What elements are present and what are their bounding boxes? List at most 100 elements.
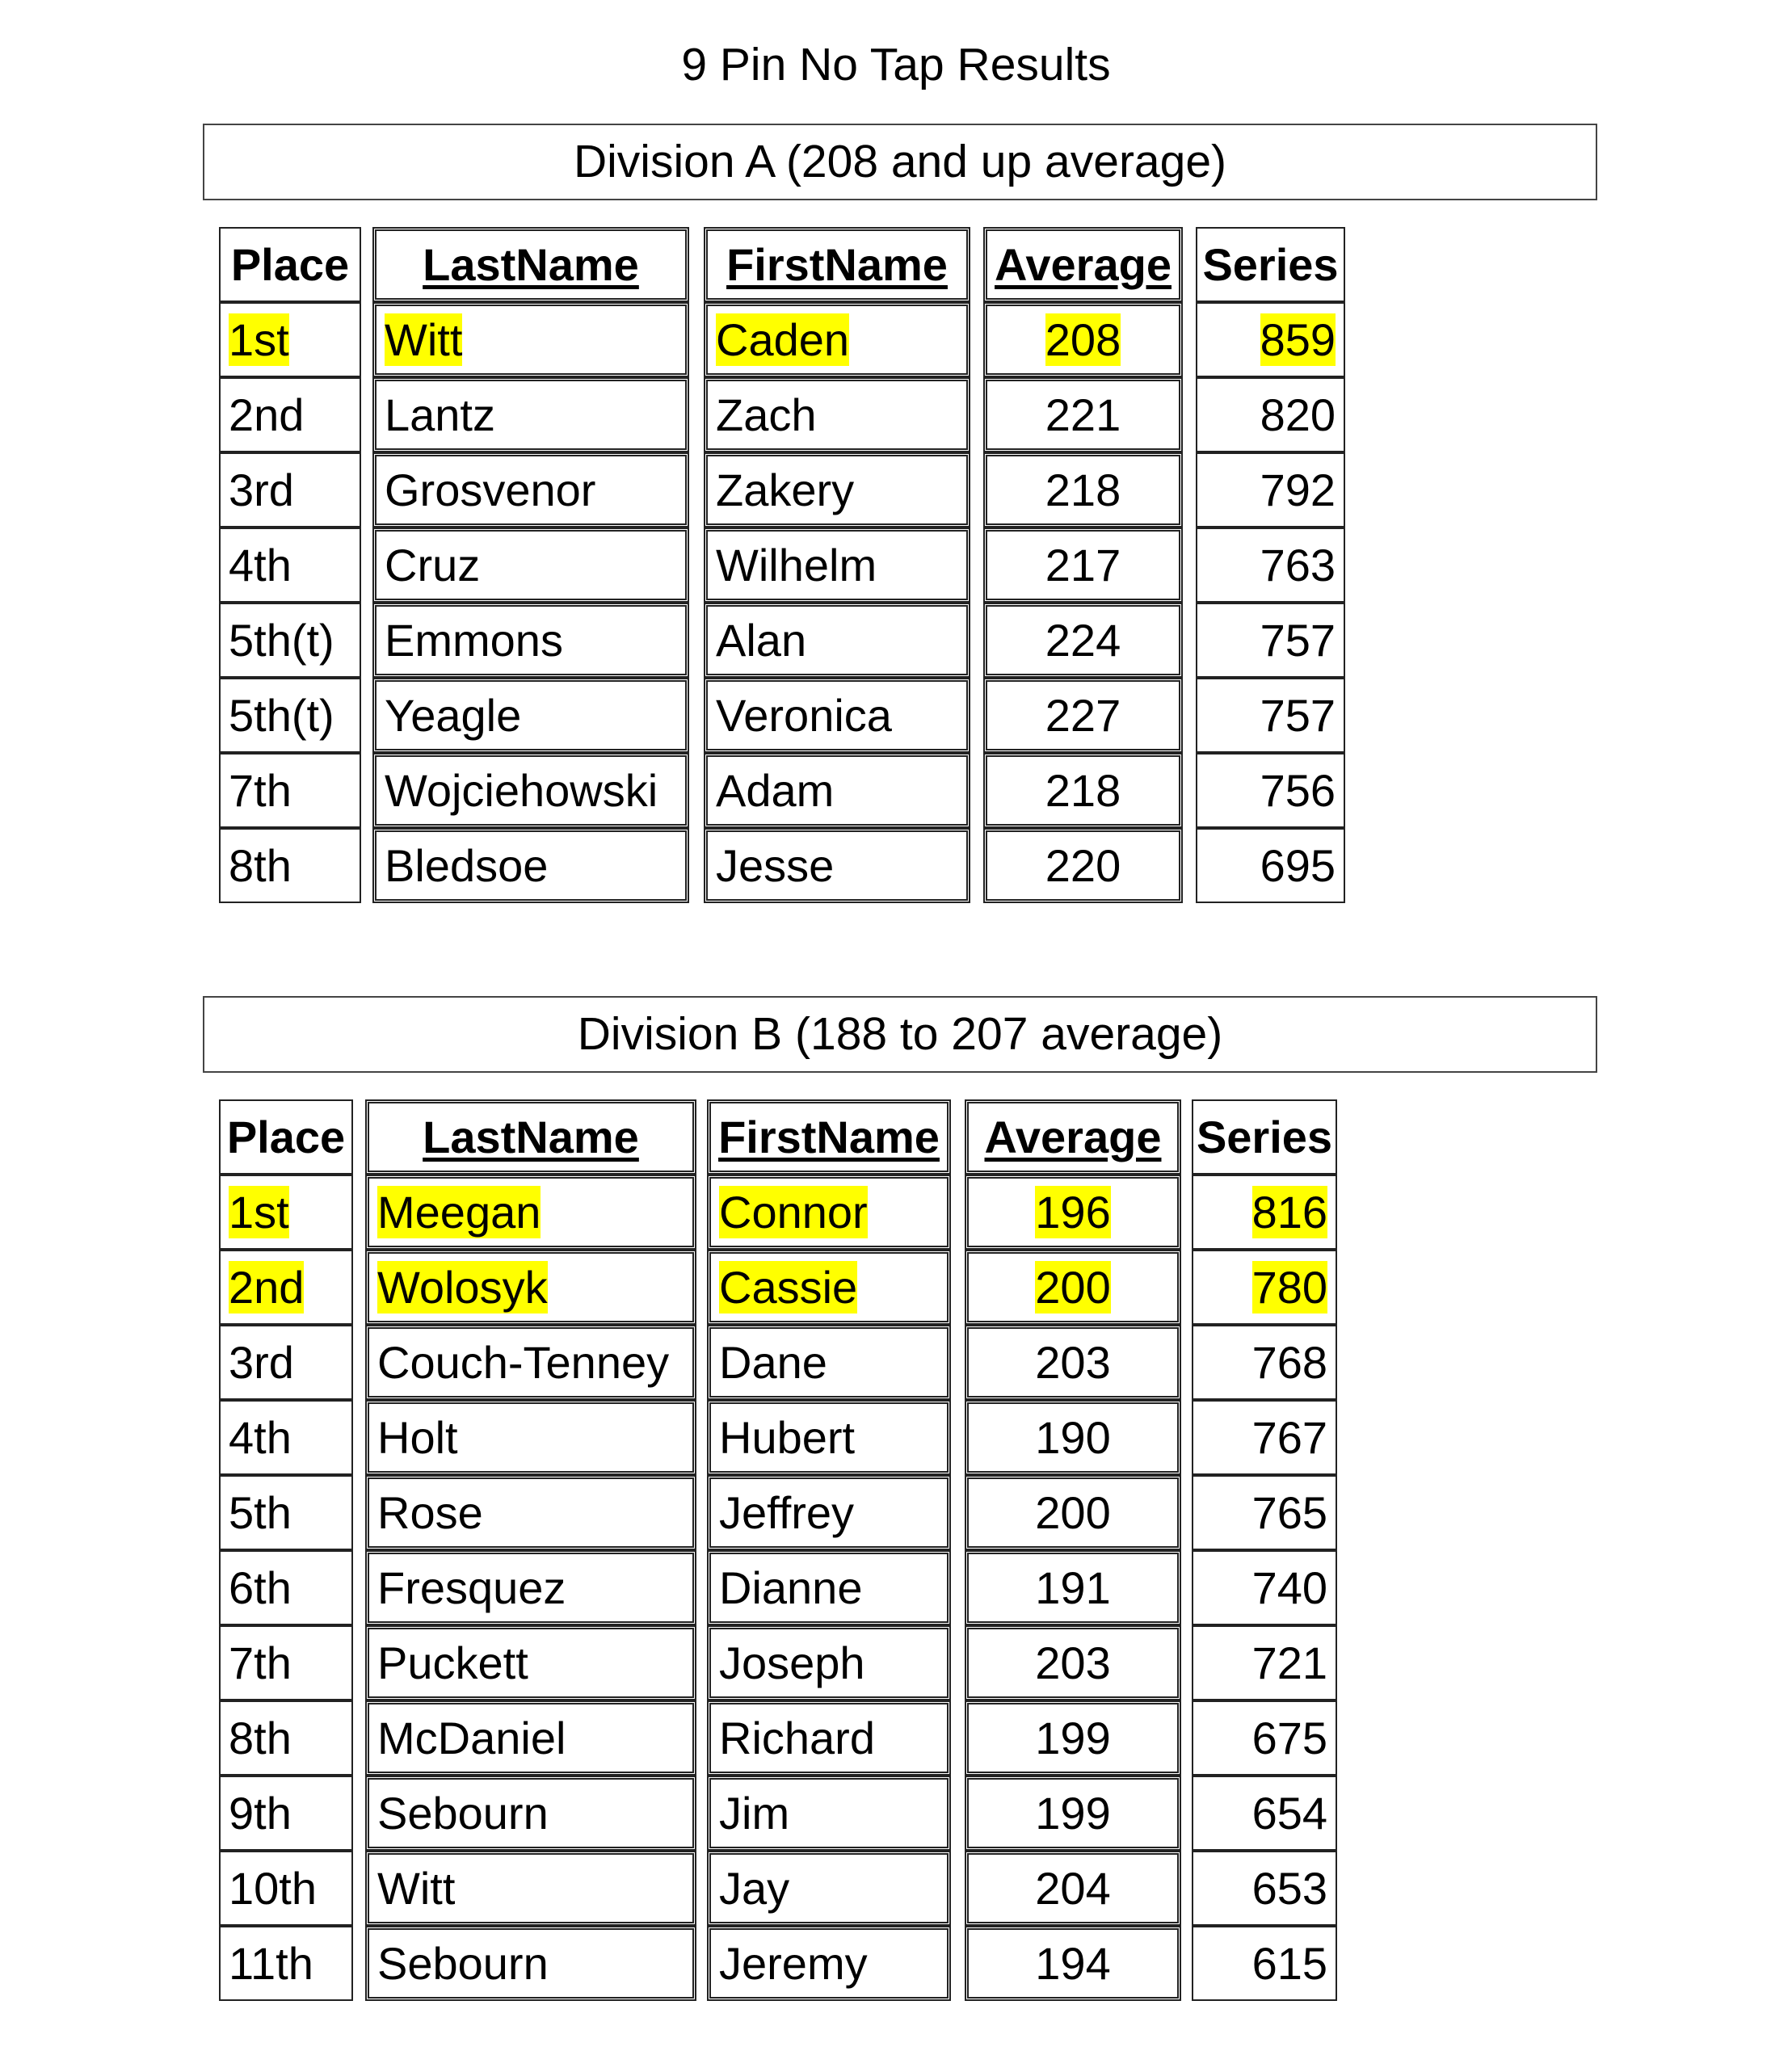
table-cell-last: Wolosyk <box>365 1250 696 1325</box>
table-cell-first: Zakery <box>704 452 970 528</box>
cell-text: 8th <box>229 840 292 891</box>
cell-text: 9th <box>229 1788 292 1839</box>
cell-text: Richard <box>719 1713 875 1763</box>
table-cell-average: 200 <box>965 1475 1181 1550</box>
table-cell-first: Joseph <box>707 1625 951 1700</box>
cell-text: Dianne <box>719 1562 863 1613</box>
table-cell-first: Jesse <box>704 828 970 903</box>
table-cell-average: 200 <box>965 1250 1181 1325</box>
cell-text: 218 <box>1045 464 1121 515</box>
cell-text: Holt <box>377 1412 458 1463</box>
cell-text: Adam <box>716 765 835 816</box>
cell-text: 763 <box>1260 540 1336 591</box>
cell-text: 199 <box>1035 1788 1111 1839</box>
cell-text: Dane <box>719 1337 827 1388</box>
table-cell-last: Emmons <box>372 603 689 678</box>
cell-text: Fresquez <box>377 1562 566 1613</box>
cell-text: FirstName <box>726 239 948 290</box>
table-cell-last: Puckett <box>365 1625 696 1700</box>
cell-text: 2nd <box>229 389 305 440</box>
table-cell-average: 217 <box>983 528 1183 603</box>
table-cell-series: 695 <box>1196 828 1345 903</box>
cell-text: 1st <box>229 313 289 366</box>
table-cell-average: 218 <box>983 452 1183 528</box>
table-cell-first: Alan <box>704 603 970 678</box>
table-cell-series: 780 <box>1192 1250 1337 1325</box>
cell-text: 757 <box>1260 690 1336 741</box>
table-cell-last: Fresquez <box>365 1550 696 1625</box>
cell-text: Lantz <box>385 389 495 440</box>
cell-text: Cassie <box>719 1261 858 1314</box>
cell-text: Grosvenor <box>385 464 596 515</box>
table-cell-average: 203 <box>965 1625 1181 1700</box>
table-cell-last: Witt <box>372 302 689 377</box>
table-cell-place: 11th <box>219 1926 353 2001</box>
cell-text: 204 <box>1035 1863 1111 1914</box>
cell-text: Meegan <box>377 1186 541 1238</box>
cell-text: 203 <box>1035 1337 1111 1388</box>
cell-text: Alan <box>716 615 807 666</box>
cell-text: 792 <box>1260 464 1336 515</box>
table-cell-average: 220 <box>983 828 1183 903</box>
cell-text: 820 <box>1260 389 1336 440</box>
table-cell-series: 763 <box>1196 528 1345 603</box>
cell-text: Wilhelm <box>716 540 877 591</box>
table-cell-place: 8th <box>219 828 361 903</box>
table-cell-last: Lantz <box>372 377 689 452</box>
table-cell-last: Yeagle <box>372 678 689 753</box>
cell-text: Sebourn <box>377 1938 549 1989</box>
cell-text: 757 <box>1260 615 1336 666</box>
cell-text: 227 <box>1045 690 1121 741</box>
table-cell-average: 224 <box>983 603 1183 678</box>
table-cell-place: 3rd <box>219 452 361 528</box>
cell-text: FirstName <box>718 1112 940 1162</box>
table-cell-series: 757 <box>1196 603 1345 678</box>
cell-text: 780 <box>1251 1261 1327 1314</box>
column-header: LastName <box>365 1099 696 1175</box>
cell-text: McDaniel <box>377 1713 566 1763</box>
cell-text: 615 <box>1251 1938 1327 1989</box>
cell-text: Hubert <box>719 1412 856 1463</box>
table-cell-average: 204 <box>965 1851 1181 1926</box>
table-cell-series: 820 <box>1196 377 1345 452</box>
cell-text: Cruz <box>385 540 481 591</box>
cell-text: 200 <box>1035 1261 1111 1314</box>
table-cell-first: Jay <box>707 1851 951 1926</box>
table-cell-series: 757 <box>1196 678 1345 753</box>
table-cell-series: 768 <box>1192 1325 1337 1400</box>
table-cell-first: Cassie <box>707 1250 951 1325</box>
cell-text: 190 <box>1035 1412 1111 1463</box>
column-header: Series <box>1192 1099 1337 1175</box>
cell-text: 6th <box>229 1562 292 1613</box>
cell-text: 740 <box>1251 1562 1327 1613</box>
table-cell-first: Jim <box>707 1776 951 1851</box>
cell-text: 191 <box>1035 1562 1111 1613</box>
cell-text: Series <box>1196 1112 1333 1162</box>
table-cell-place: 6th <box>219 1550 353 1625</box>
cell-text: Witt <box>377 1863 456 1914</box>
table-cell-first: Veronica <box>704 678 970 753</box>
cell-text: Zakery <box>716 464 855 515</box>
cell-text: 1st <box>229 1186 289 1238</box>
column-header: Series <box>1196 227 1345 302</box>
table-cell-place: 5th(t) <box>219 678 361 753</box>
cell-text: Emmons <box>385 615 563 666</box>
table-cell-place: 3rd <box>219 1325 353 1400</box>
table-cell-average: 190 <box>965 1400 1181 1475</box>
cell-text: 200 <box>1035 1487 1111 1538</box>
cell-text: 675 <box>1251 1713 1327 1763</box>
table-cell-place: 5th(t) <box>219 603 361 678</box>
table-cell-first: Richard <box>707 1700 951 1776</box>
cell-text: Yeagle <box>385 690 522 741</box>
table-cell-place: 7th <box>219 1625 353 1700</box>
table-cell-place: 4th <box>219 1400 353 1475</box>
table-cell-series: 653 <box>1192 1851 1337 1926</box>
cell-text: 7th <box>229 1637 292 1688</box>
table-cell-place: 2nd <box>219 1250 353 1325</box>
cell-text: 4th <box>229 540 292 591</box>
table-cell-series: 615 <box>1192 1926 1337 2001</box>
cell-text: Witt <box>385 313 463 366</box>
cell-text: Caden <box>716 313 850 366</box>
cell-text: 208 <box>1045 313 1121 366</box>
table-cell-first: Dianne <box>707 1550 951 1625</box>
